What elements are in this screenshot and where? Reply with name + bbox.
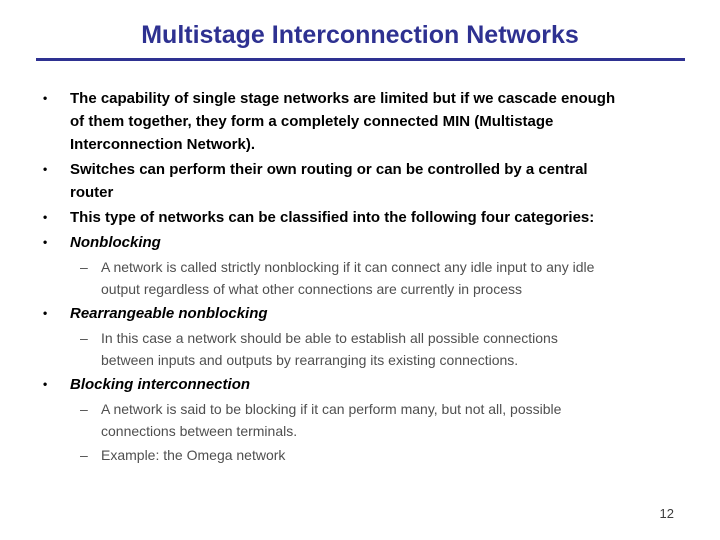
bullet-marker: • [43,377,48,391]
sub-bullet-item: – In this case a network should be able … [0,327,720,371]
bullet-item-category: • Blocking interconnection [0,373,720,396]
text-line: Blocking interconnection [70,376,251,393]
title-divider [36,58,685,61]
slide-title: Multistage Interconnection Networks [141,21,579,49]
bullet-marker: • [43,306,48,320]
text-line: Example: the Omega network [101,447,286,463]
bullet-marker: • [43,91,48,105]
sub-bullet-item: – A network is called strictly nonblocki… [0,256,720,300]
dash-marker: – [80,330,88,346]
text-line: Switches can perform their own routing o… [70,161,588,178]
text-line: connections between terminals. [101,423,298,439]
text-line: A network is called strictly nonblocking… [101,259,595,275]
bullet-item: • This type of networks can be classifie… [0,206,720,229]
text-line: Rearrangeable nonblocking [70,305,268,322]
sub-bullet-item: – A network is said to be blocking if it… [0,398,720,442]
text-line: In this case a network should be able to… [101,330,558,346]
bullet-item-category: • Rearrangeable nonblocking [0,302,720,325]
dash-marker: – [80,259,88,275]
page-number: 12 [659,506,674,521]
dash-marker: – [80,401,88,417]
bullet-item: • Switches can perform their own routing… [0,158,720,204]
text-line: between inputs and outputs by rearrangin… [101,352,519,368]
bullet-marker: • [43,235,48,249]
bullet-item-category: • Nonblocking [0,231,720,254]
text-line: The capability of single stage networks … [70,90,616,107]
dash-marker: – [80,447,88,463]
text-line: of them together, they form a completely… [70,113,554,130]
bullet-item: • The capability of single stage network… [0,87,720,156]
text-line: This type of networks can be classified … [70,209,595,226]
text-line: router [70,184,114,201]
bullet-marker: • [43,162,48,176]
slide-body: • The capability of single stage network… [0,87,720,468]
text-line: output regardless of what other connecti… [101,281,523,297]
bullet-marker: • [43,210,48,224]
sub-bullet-item: – Example: the Omega network [0,444,720,466]
text-line: Interconnection Network). [70,136,256,153]
text-line: Nonblocking [70,234,161,251]
text-line: A network is said to be blocking if it c… [101,401,562,417]
